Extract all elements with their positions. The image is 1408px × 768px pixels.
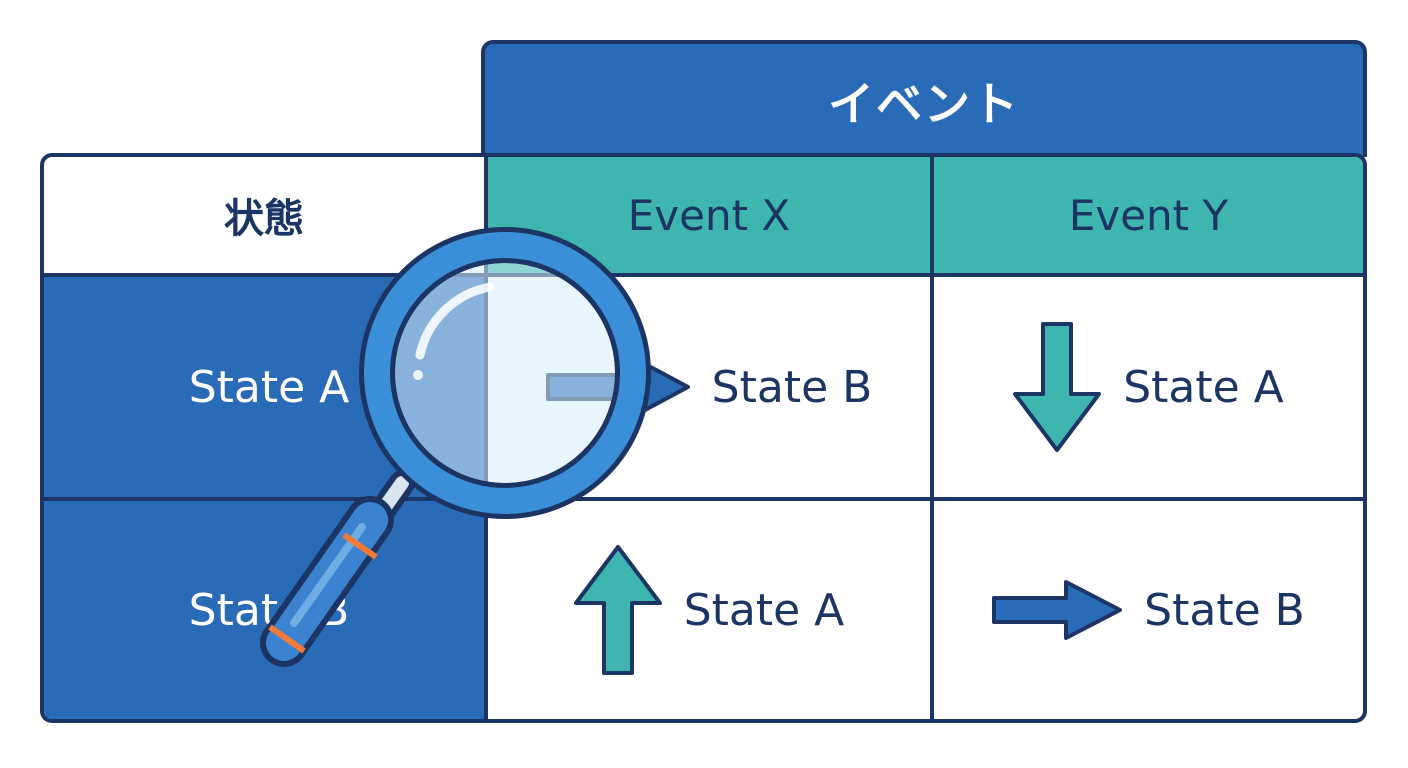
cell-target-label: State B — [711, 361, 873, 413]
row-state-a-label: State A — [188, 361, 350, 413]
cell-state-b-event-y: State B — [930, 497, 1363, 719]
state-column-header: 状態 — [44, 157, 484, 273]
row-header-state-b: State B — [44, 497, 484, 719]
state-transition-table: 状態 Event X Event Y State A State B — [40, 153, 1367, 723]
up-arrow-icon — [573, 545, 662, 675]
cell-state-a-event-y: State A — [930, 273, 1363, 497]
down-arrow-icon — [1013, 322, 1102, 452]
state-column-label: 状態 — [224, 196, 304, 242]
event-y-header: Event Y — [930, 157, 1363, 273]
events-header-title: イベント — [828, 76, 1020, 131]
event-y-label: Event Y — [1068, 190, 1229, 240]
event-x-label: Event X — [627, 190, 791, 240]
right-arrow-icon — [992, 580, 1123, 640]
cell-target-label: State A — [683, 584, 845, 636]
events-header: イベント — [481, 40, 1367, 157]
magnifier-handle — [260, 470, 415, 667]
cell-state-b-event-x: State A — [484, 497, 930, 719]
magnifier-lens — [359, 227, 651, 519]
magnifying-glass-icon — [260, 227, 651, 667]
cell-target-label: State A — [1123, 361, 1284, 413]
cell-target-label: State B — [1144, 584, 1305, 636]
